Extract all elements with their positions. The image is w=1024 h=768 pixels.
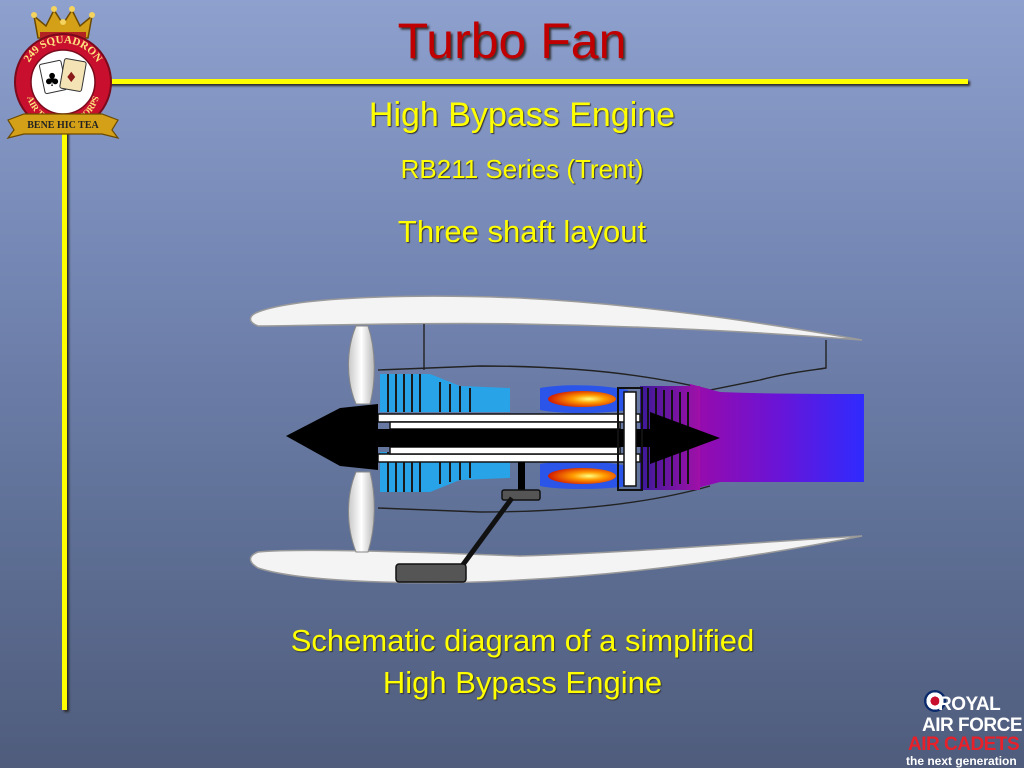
diagram-caption: Schematic diagram of a simplified High B… xyxy=(200,620,845,704)
tail-cone xyxy=(650,412,720,464)
caption-line-2: High Bypass Engine xyxy=(382,665,663,700)
combustion-flame-upper xyxy=(548,391,616,407)
svg-text:♦: ♦ xyxy=(65,70,78,86)
raf-air-cadets-logo: ROYAL AIR FORCE AIR CADETS the next gene… xyxy=(902,690,1024,768)
slide-subtitle: High Bypass Engine xyxy=(368,96,676,134)
raf-logo-line-4: the next generation xyxy=(906,754,1017,768)
compressor-upper xyxy=(380,374,510,412)
header-rule xyxy=(68,79,968,84)
raf-logo-line-1: ROYAL xyxy=(938,694,1001,715)
engine-diagram xyxy=(249,295,864,584)
upper-nacelle xyxy=(249,295,863,341)
slide-title: Turbo Fan xyxy=(397,13,627,69)
raf-roundel-icon xyxy=(924,690,946,712)
side-rule xyxy=(62,130,67,710)
badge-motto: BENE HIC TEA xyxy=(27,120,99,131)
squadron-badge: 249 SQUADRON AIR TRAINING CORPS ♣ ♦ BENE… xyxy=(6,6,120,139)
internal-gearbox xyxy=(501,489,541,501)
raf-logo-line-3: AIR CADETS xyxy=(908,734,1020,755)
fan-blade-upper xyxy=(348,325,375,405)
combustion-flame-lower xyxy=(548,468,616,484)
fan-blade-lower xyxy=(348,471,375,553)
shaft-layout-label: Three shaft layout xyxy=(397,214,647,249)
playing-cards-icon: ♣ ♦ xyxy=(38,58,87,95)
external-gearbox xyxy=(395,563,467,583)
caption-line-1: Schematic diagram of a simplified xyxy=(290,623,755,658)
nose-cone xyxy=(286,404,378,470)
lower-nacelle xyxy=(249,535,863,584)
svg-text:♣: ♣ xyxy=(44,70,60,91)
engine-series: RB211 Series (Trent) xyxy=(400,154,644,184)
exhaust-plume xyxy=(690,384,864,490)
raf-logo-line-2: AIR FORCE xyxy=(922,715,1023,736)
